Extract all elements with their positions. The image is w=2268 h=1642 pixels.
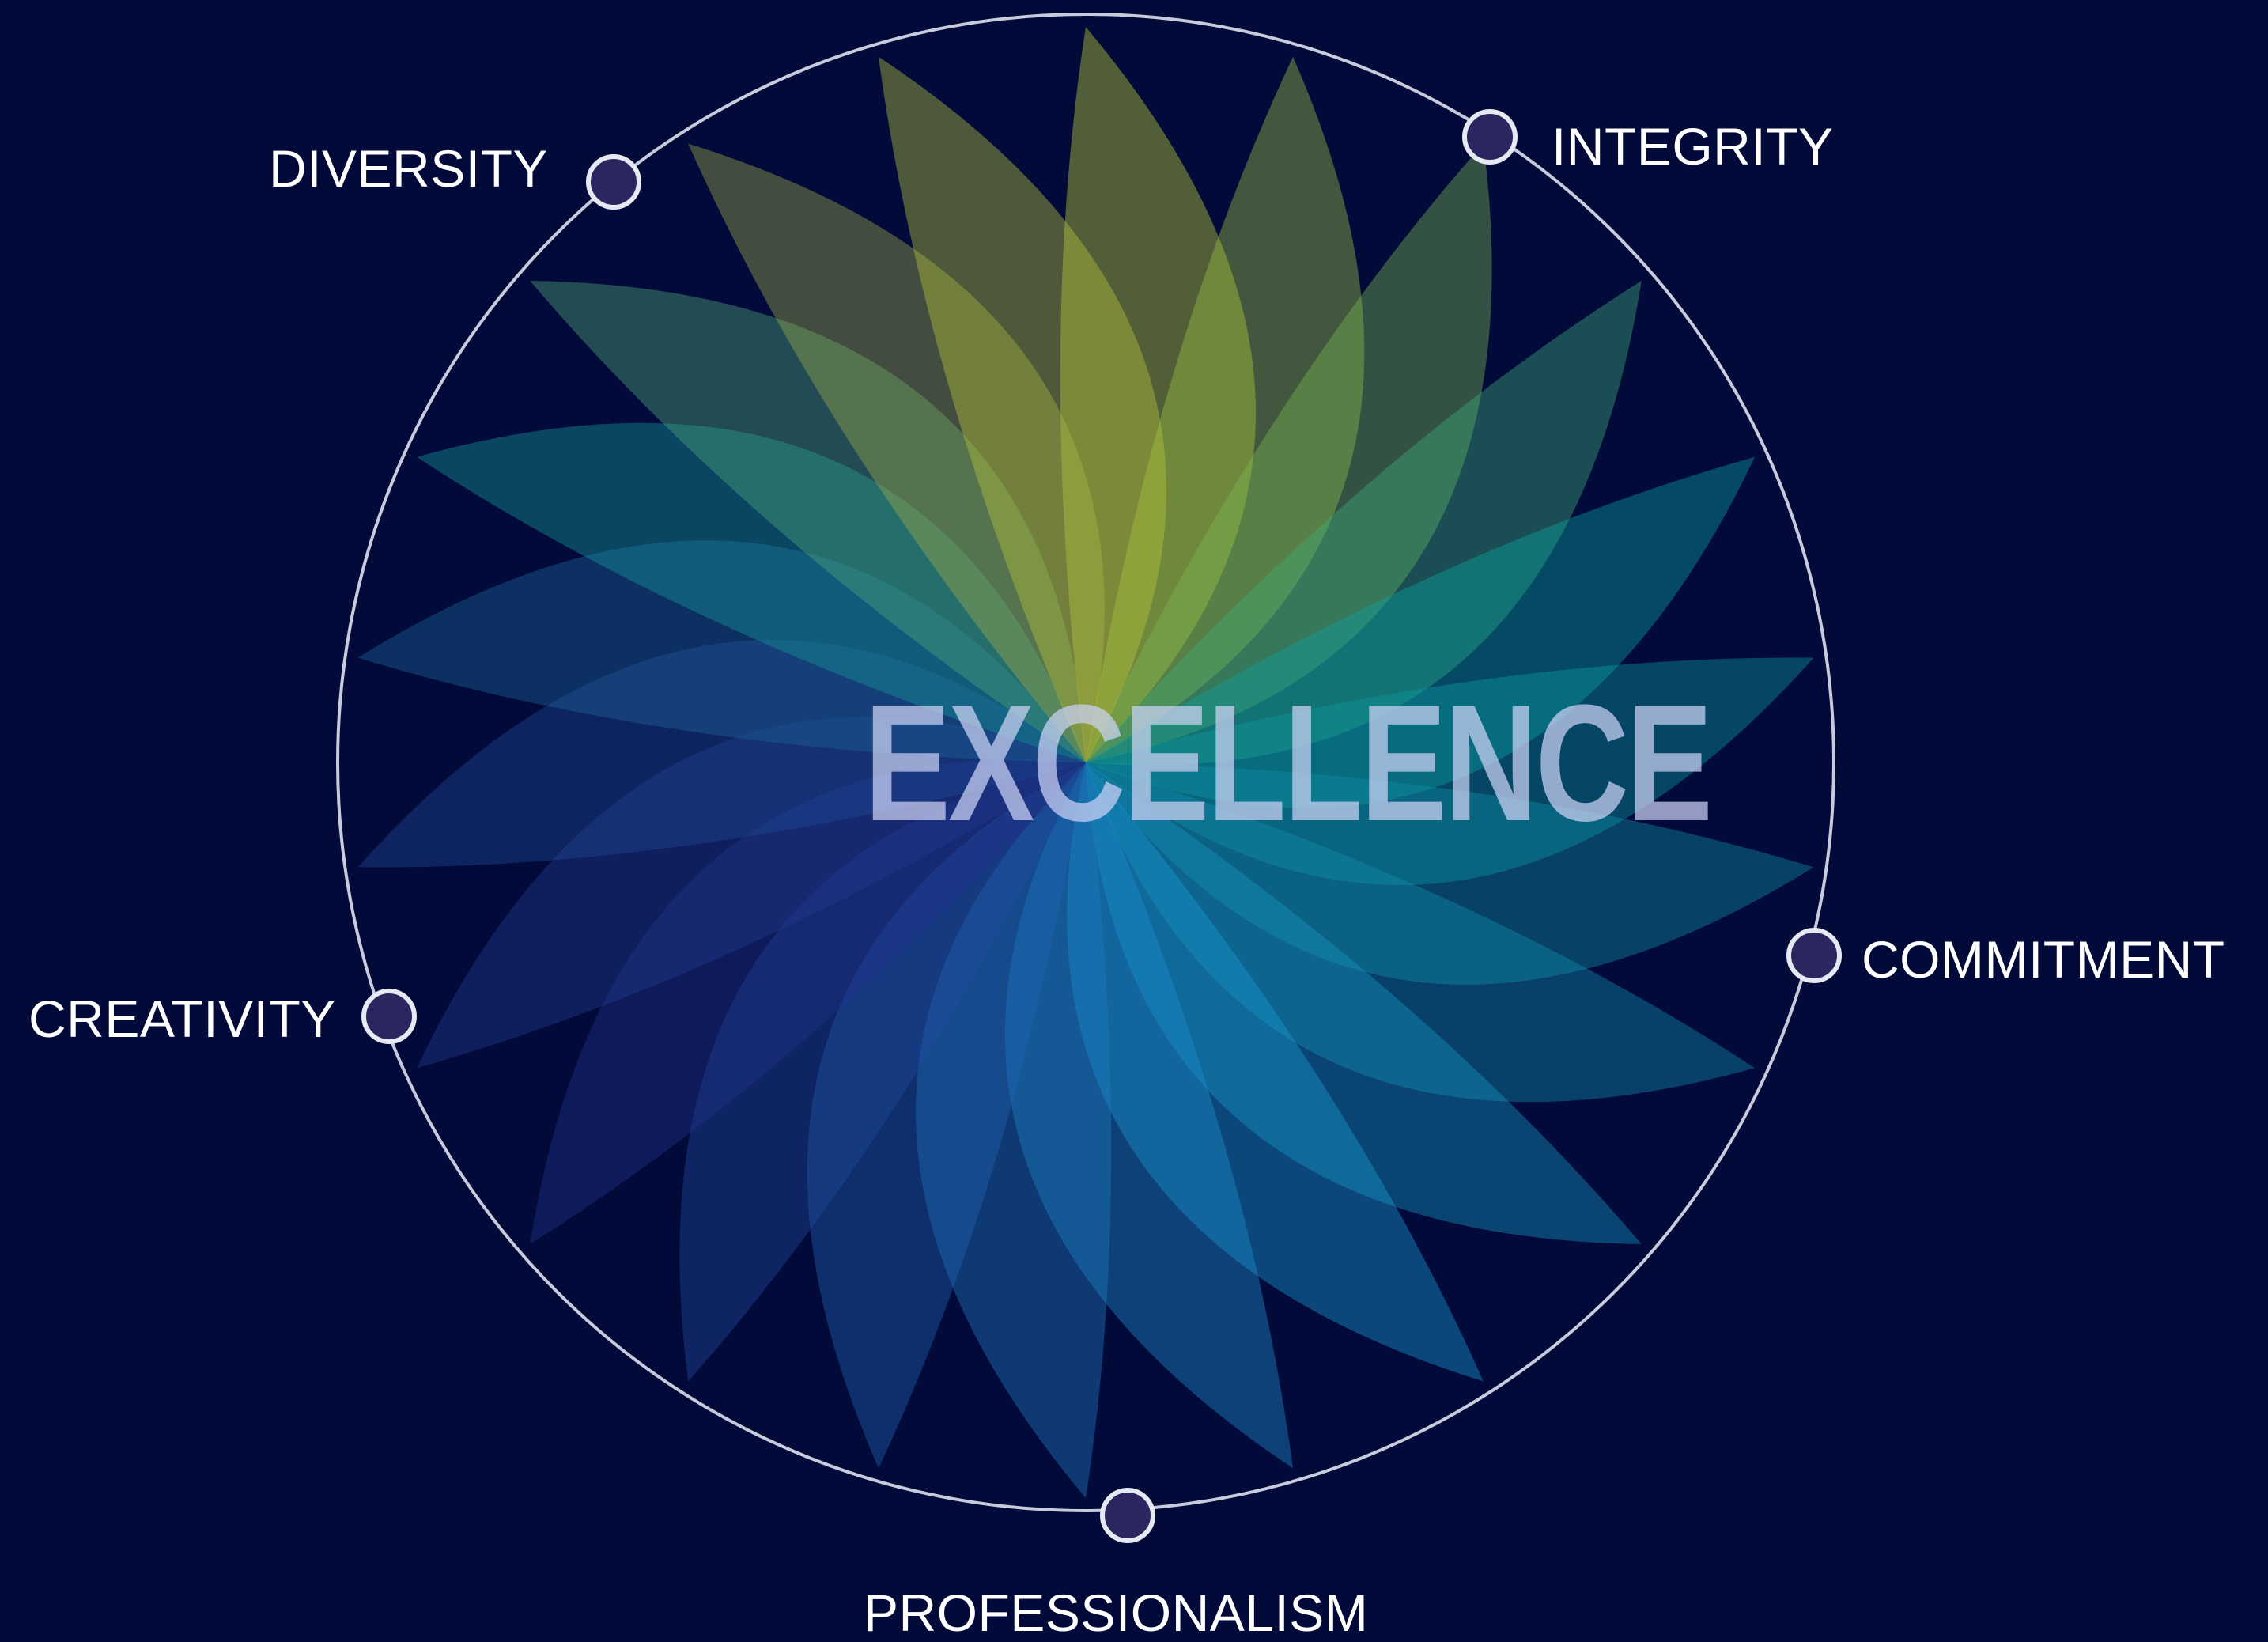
- petal: [916, 762, 1112, 1498]
- value-label-professionalism: PROFESSIONALISM: [864, 1583, 1369, 1642]
- petal: [1086, 281, 1642, 766]
- outer-ring: [336, 13, 1835, 1512]
- marker-creativity: [361, 989, 417, 1044]
- marker-group: [361, 109, 1842, 1543]
- value-label-commitment: COMMITMENT: [1862, 930, 2225, 989]
- petal: [417, 422, 1086, 762]
- marker-professionalism: [1100, 1488, 1155, 1543]
- petal: [1086, 456, 1755, 808]
- petal: [688, 143, 1105, 763]
- petal: [1086, 762, 1642, 1244]
- petal: [530, 759, 1086, 1244]
- petal-group: [357, 27, 1814, 1498]
- petal: [357, 639, 1086, 868]
- petal: [1086, 762, 1755, 1103]
- petal: [879, 56, 1167, 762]
- petal: [357, 540, 1086, 762]
- value-label-diversity: DIVERSITY: [269, 139, 548, 198]
- value-label-creativity: CREATIVITY: [28, 989, 336, 1048]
- petal: [417, 717, 1086, 1069]
- marker-diversity: [586, 154, 641, 210]
- petal: [807, 762, 1086, 1469]
- petal: [1086, 143, 1492, 763]
- marker-commitment: [1786, 928, 1842, 983]
- petal: [679, 762, 1086, 1382]
- petal: [530, 281, 1086, 762]
- center-title: EXCELLENCE: [864, 670, 1713, 856]
- petal: [1067, 762, 1484, 1382]
- petal: [1086, 657, 1814, 886]
- value-label-integrity: INTEGRITY: [1552, 117, 1834, 176]
- petal: [1060, 27, 1256, 762]
- marker-integrity: [1462, 109, 1518, 165]
- petal: [1086, 56, 1365, 762]
- petal: [1086, 762, 1814, 985]
- petal: [1004, 762, 1293, 1469]
